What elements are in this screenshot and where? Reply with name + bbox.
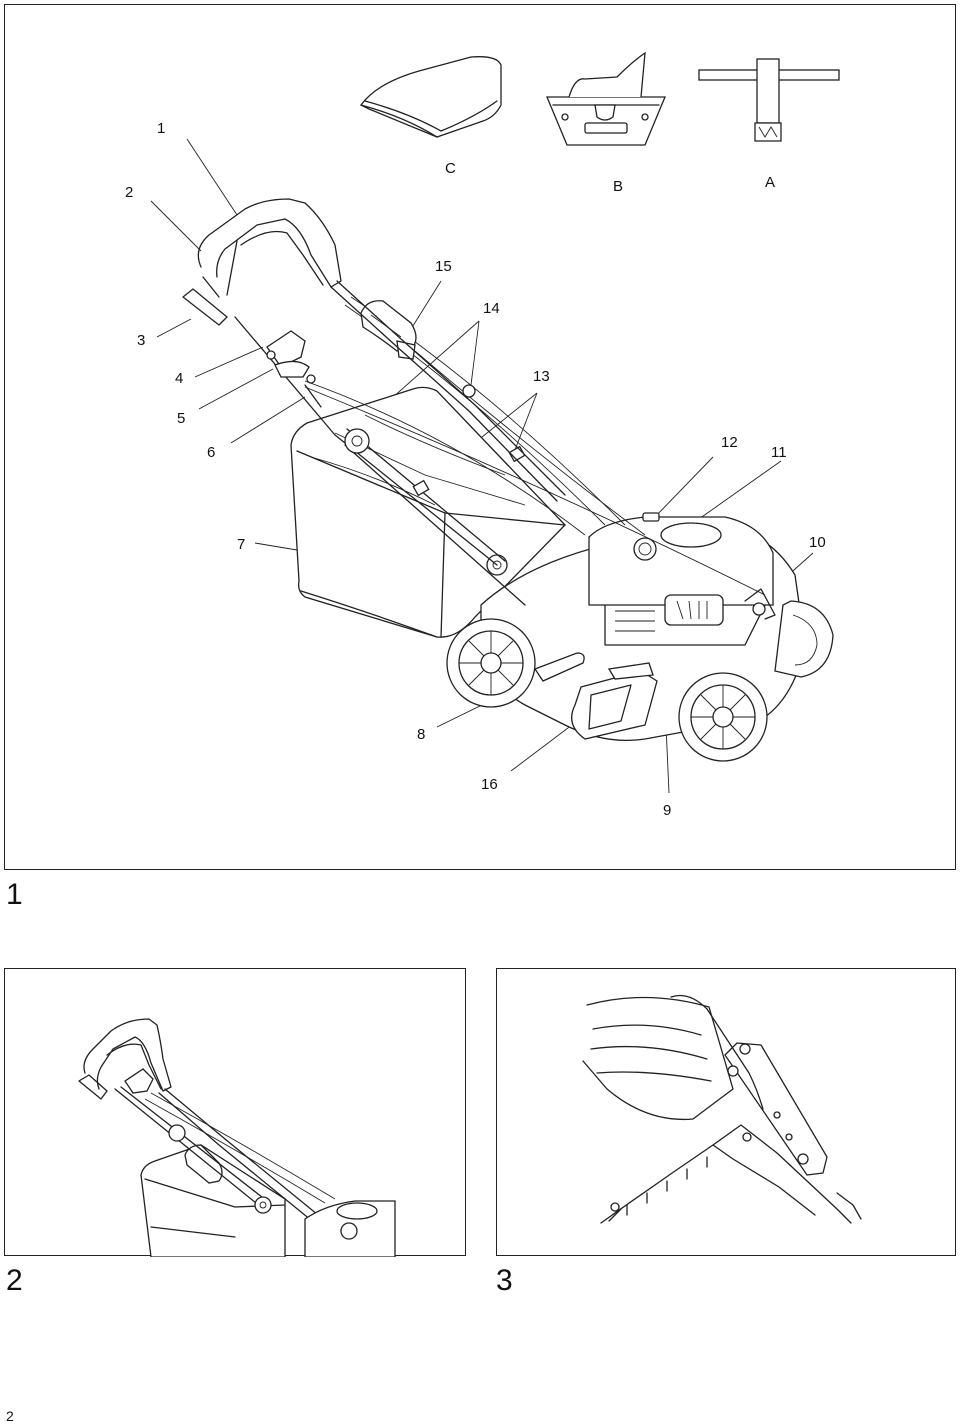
callout-4: 4 — [175, 370, 184, 387]
page-number: 2 — [6, 1408, 14, 1424]
callout-7: 7 — [237, 536, 246, 553]
mower-main-drawing — [182, 198, 834, 762]
mower-handle-drawing — [78, 1018, 396, 1257]
callout-11: 11 — [771, 444, 787, 461]
callout-6: 6 — [207, 444, 216, 461]
accessory-b-mulch-plug-drawing — [546, 51, 666, 146]
callout-3: 3 — [137, 332, 146, 349]
label-accessory-c: C — [445, 160, 456, 177]
callout-16: 16 — [481, 776, 498, 793]
callout-1: 1 — [157, 120, 166, 137]
figure-1-panel: 1 2 3 4 5 6 7 8 9 10 11 12 13 14 15 16 C… — [4, 4, 956, 870]
callout-12: 12 — [721, 434, 738, 451]
callout-14: 14 — [483, 300, 500, 317]
label-accessory-b: B — [613, 178, 624, 195]
callout-15: 15 — [435, 258, 452, 275]
accessory-c-deflector-drawing — [360, 56, 502, 138]
callout-8: 8 — [417, 726, 426, 743]
label-accessory-a: A — [765, 174, 776, 191]
lawn-mower-overview-drawing — [150, 51, 840, 794]
callout-9: 9 — [663, 802, 672, 819]
callout-10: 10 — [809, 534, 826, 551]
callout-13: 13 — [533, 368, 550, 385]
accessory-a-spanner-drawing — [698, 58, 840, 142]
figure-2-panel — [4, 968, 466, 1257]
callout-5: 5 — [177, 410, 186, 427]
figure-1-number: 1 — [6, 878, 23, 911]
figure-2-number: 2 — [6, 1264, 23, 1297]
figure-3-number: 3 — [496, 1264, 513, 1297]
handle-height-adjustment-drawing — [582, 994, 862, 1224]
callout-2: 2 — [125, 184, 134, 201]
figure-3-panel — [496, 968, 956, 1256]
